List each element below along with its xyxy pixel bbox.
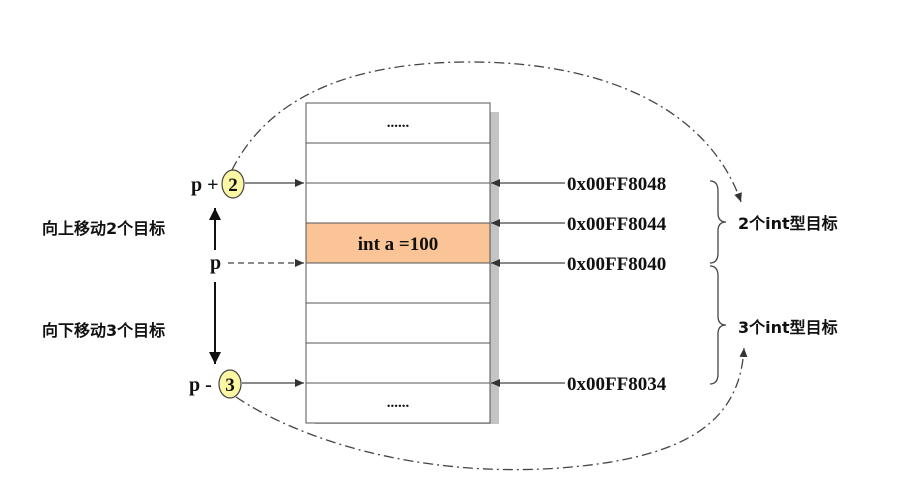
memory-cell [305, 182, 491, 224]
address-label-8040: 0x00FF8040 [567, 254, 666, 275]
brace-lower-label: 3个int型目标 [738, 318, 838, 337]
move-up-label: 向上移动2个目标 [42, 219, 165, 238]
ellipsis-label: ...... [387, 115, 410, 131]
pointer-p-label: p [210, 252, 221, 274]
memory-cell [305, 302, 491, 344]
memory-cell [305, 382, 491, 424]
memory-block: ...... int a =100...... [305, 102, 499, 424]
offset-number-3: 3 [225, 375, 235, 396]
pointer-p-plus-label: p + [191, 174, 219, 196]
memory-cells: ...... int a =100...... [305, 102, 491, 424]
brace-upper-label: 2个int型目标 [738, 214, 838, 233]
memory-cell [305, 262, 491, 304]
address-label-8044: 0x00FF8044 [567, 214, 667, 235]
ellipsis-label: ...... [387, 395, 410, 411]
pointer-p-plus-2: p + 2 [191, 169, 304, 199]
memory-cell-highlighted [305, 222, 491, 264]
arc-upper [231, 61, 742, 203]
offset-circle-3 [218, 369, 242, 399]
brace-lower [709, 265, 727, 385]
offset-number-2: 2 [228, 175, 238, 196]
address-label-8048: 0x00FF8048 [567, 174, 666, 195]
arc-lower [235, 347, 748, 471]
pointer-p: p [210, 252, 304, 274]
variable-label: int a =100 [358, 234, 439, 255]
address-arrows [491, 179, 565, 387]
address-label-8034: 0x00FF8034 [567, 374, 667, 395]
memory-cell [305, 342, 491, 384]
offset-circle-2 [221, 169, 245, 199]
memory-cell [305, 142, 491, 184]
pointer-p-minus-label: p - [189, 374, 212, 396]
pointer-p-minus-3: p - 3 [189, 369, 304, 399]
memory-cell [305, 102, 491, 144]
brace-upper [709, 180, 727, 264]
move-down-label: 向下移动3个目标 [42, 321, 165, 340]
